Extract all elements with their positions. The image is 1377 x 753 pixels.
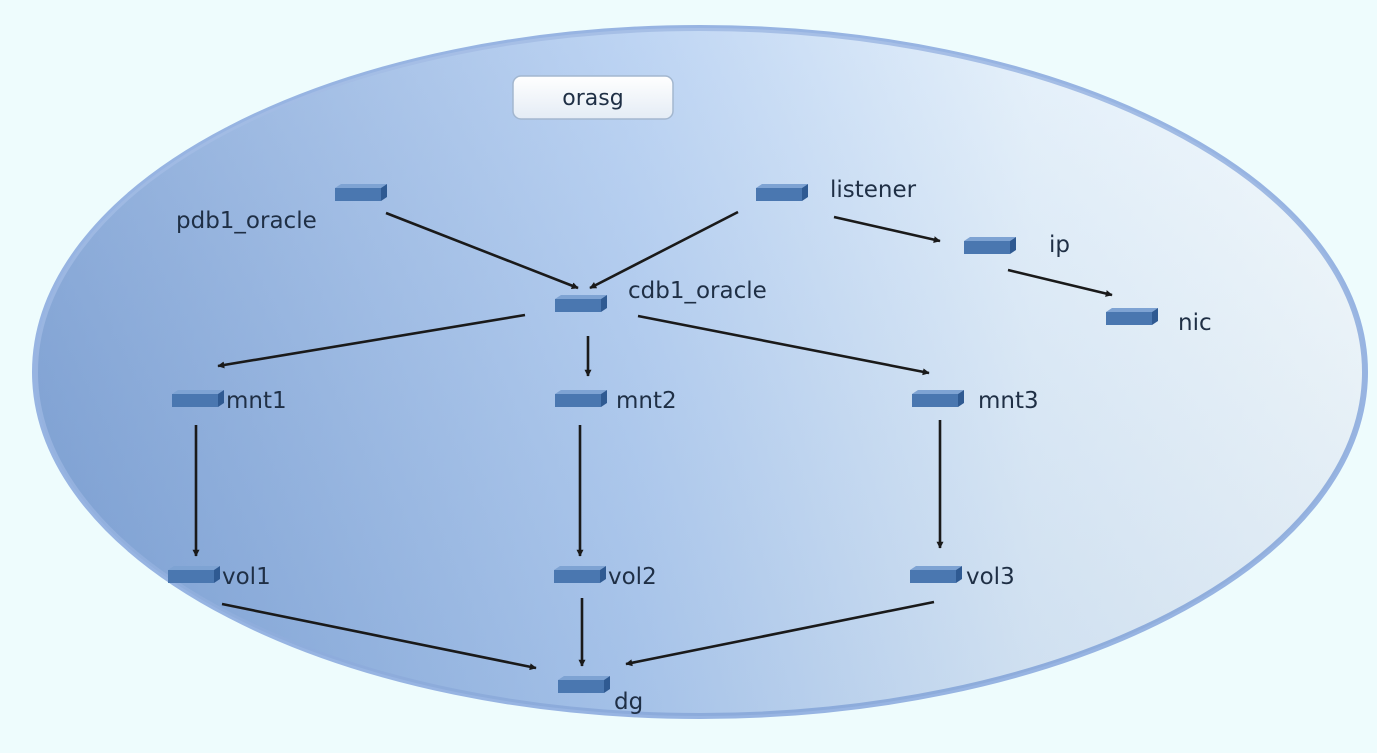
node-vol1: vol1: [168, 564, 271, 590]
arrow-vol1-to-dg: [221, 602, 537, 671]
node-label: mnt1: [226, 388, 287, 414]
node-vol2: vol2: [554, 564, 657, 590]
resource-block-icon: [756, 184, 808, 201]
resource-block-icon: [335, 184, 387, 201]
node-label: ip: [1049, 232, 1070, 258]
node-label: pdb1_oracle: [176, 208, 317, 234]
node-label: vol2: [608, 564, 657, 590]
group-name-badge: orasg: [512, 75, 674, 120]
node-nic: nic: [1106, 308, 1212, 336]
arrow-cdb1_oracle-to-mnt1: [217, 313, 526, 369]
node-pdb1_oracle: pdb1_oracle: [176, 184, 387, 234]
group-name-label: orasg: [562, 86, 623, 111]
node-label: mnt3: [978, 388, 1039, 414]
resource-block-icon: [555, 390, 607, 407]
node-label: cdb1_oracle: [628, 278, 767, 304]
node-ip: ip: [964, 232, 1070, 258]
group-name-badge-box: [512, 75, 674, 120]
resource-block-icon: [172, 390, 224, 407]
arrow-listener-to-ip: [833, 215, 941, 244]
resource-block-icon: [554, 566, 606, 583]
node-mnt2: mnt2: [555, 388, 677, 414]
node-label: nic: [1178, 310, 1212, 336]
node-label: mnt2: [616, 388, 677, 414]
resource-block-icon: [1106, 308, 1158, 325]
edges-layer: [192, 210, 1113, 671]
resource-block-icon: [558, 676, 610, 693]
service-group-ellipse-shade: [35, 28, 1365, 716]
node-label: dg: [614, 689, 643, 715]
arrow-vol3-to-dg: [625, 600, 935, 667]
resource-block-icon: [168, 566, 220, 583]
resource-block-icon: [964, 237, 1016, 254]
node-mnt1: mnt1: [172, 388, 287, 414]
node-vol3: vol3: [910, 564, 1015, 590]
arrow-ip-to-nic: [1007, 268, 1113, 297]
node-label: vol3: [966, 564, 1015, 590]
arrow-listener-to-cdb1_oracle: [589, 210, 739, 290]
arrow-pdb1_oracle-to-cdb1_oracle: [385, 211, 579, 290]
node-mnt3: mnt3: [912, 388, 1039, 414]
resource-block-icon: [912, 390, 964, 407]
node-label: vol1: [222, 564, 271, 590]
node-cdb1_oracle: cdb1_oracle: [555, 278, 767, 312]
arrow-cdb1_oracle-to-mnt3: [637, 314, 930, 376]
resource-block-icon: [555, 295, 607, 312]
node-listener: listener: [756, 177, 917, 203]
node-label: listener: [830, 177, 917, 203]
node-dg: dg: [558, 676, 643, 715]
resource-block-icon: [910, 566, 962, 583]
